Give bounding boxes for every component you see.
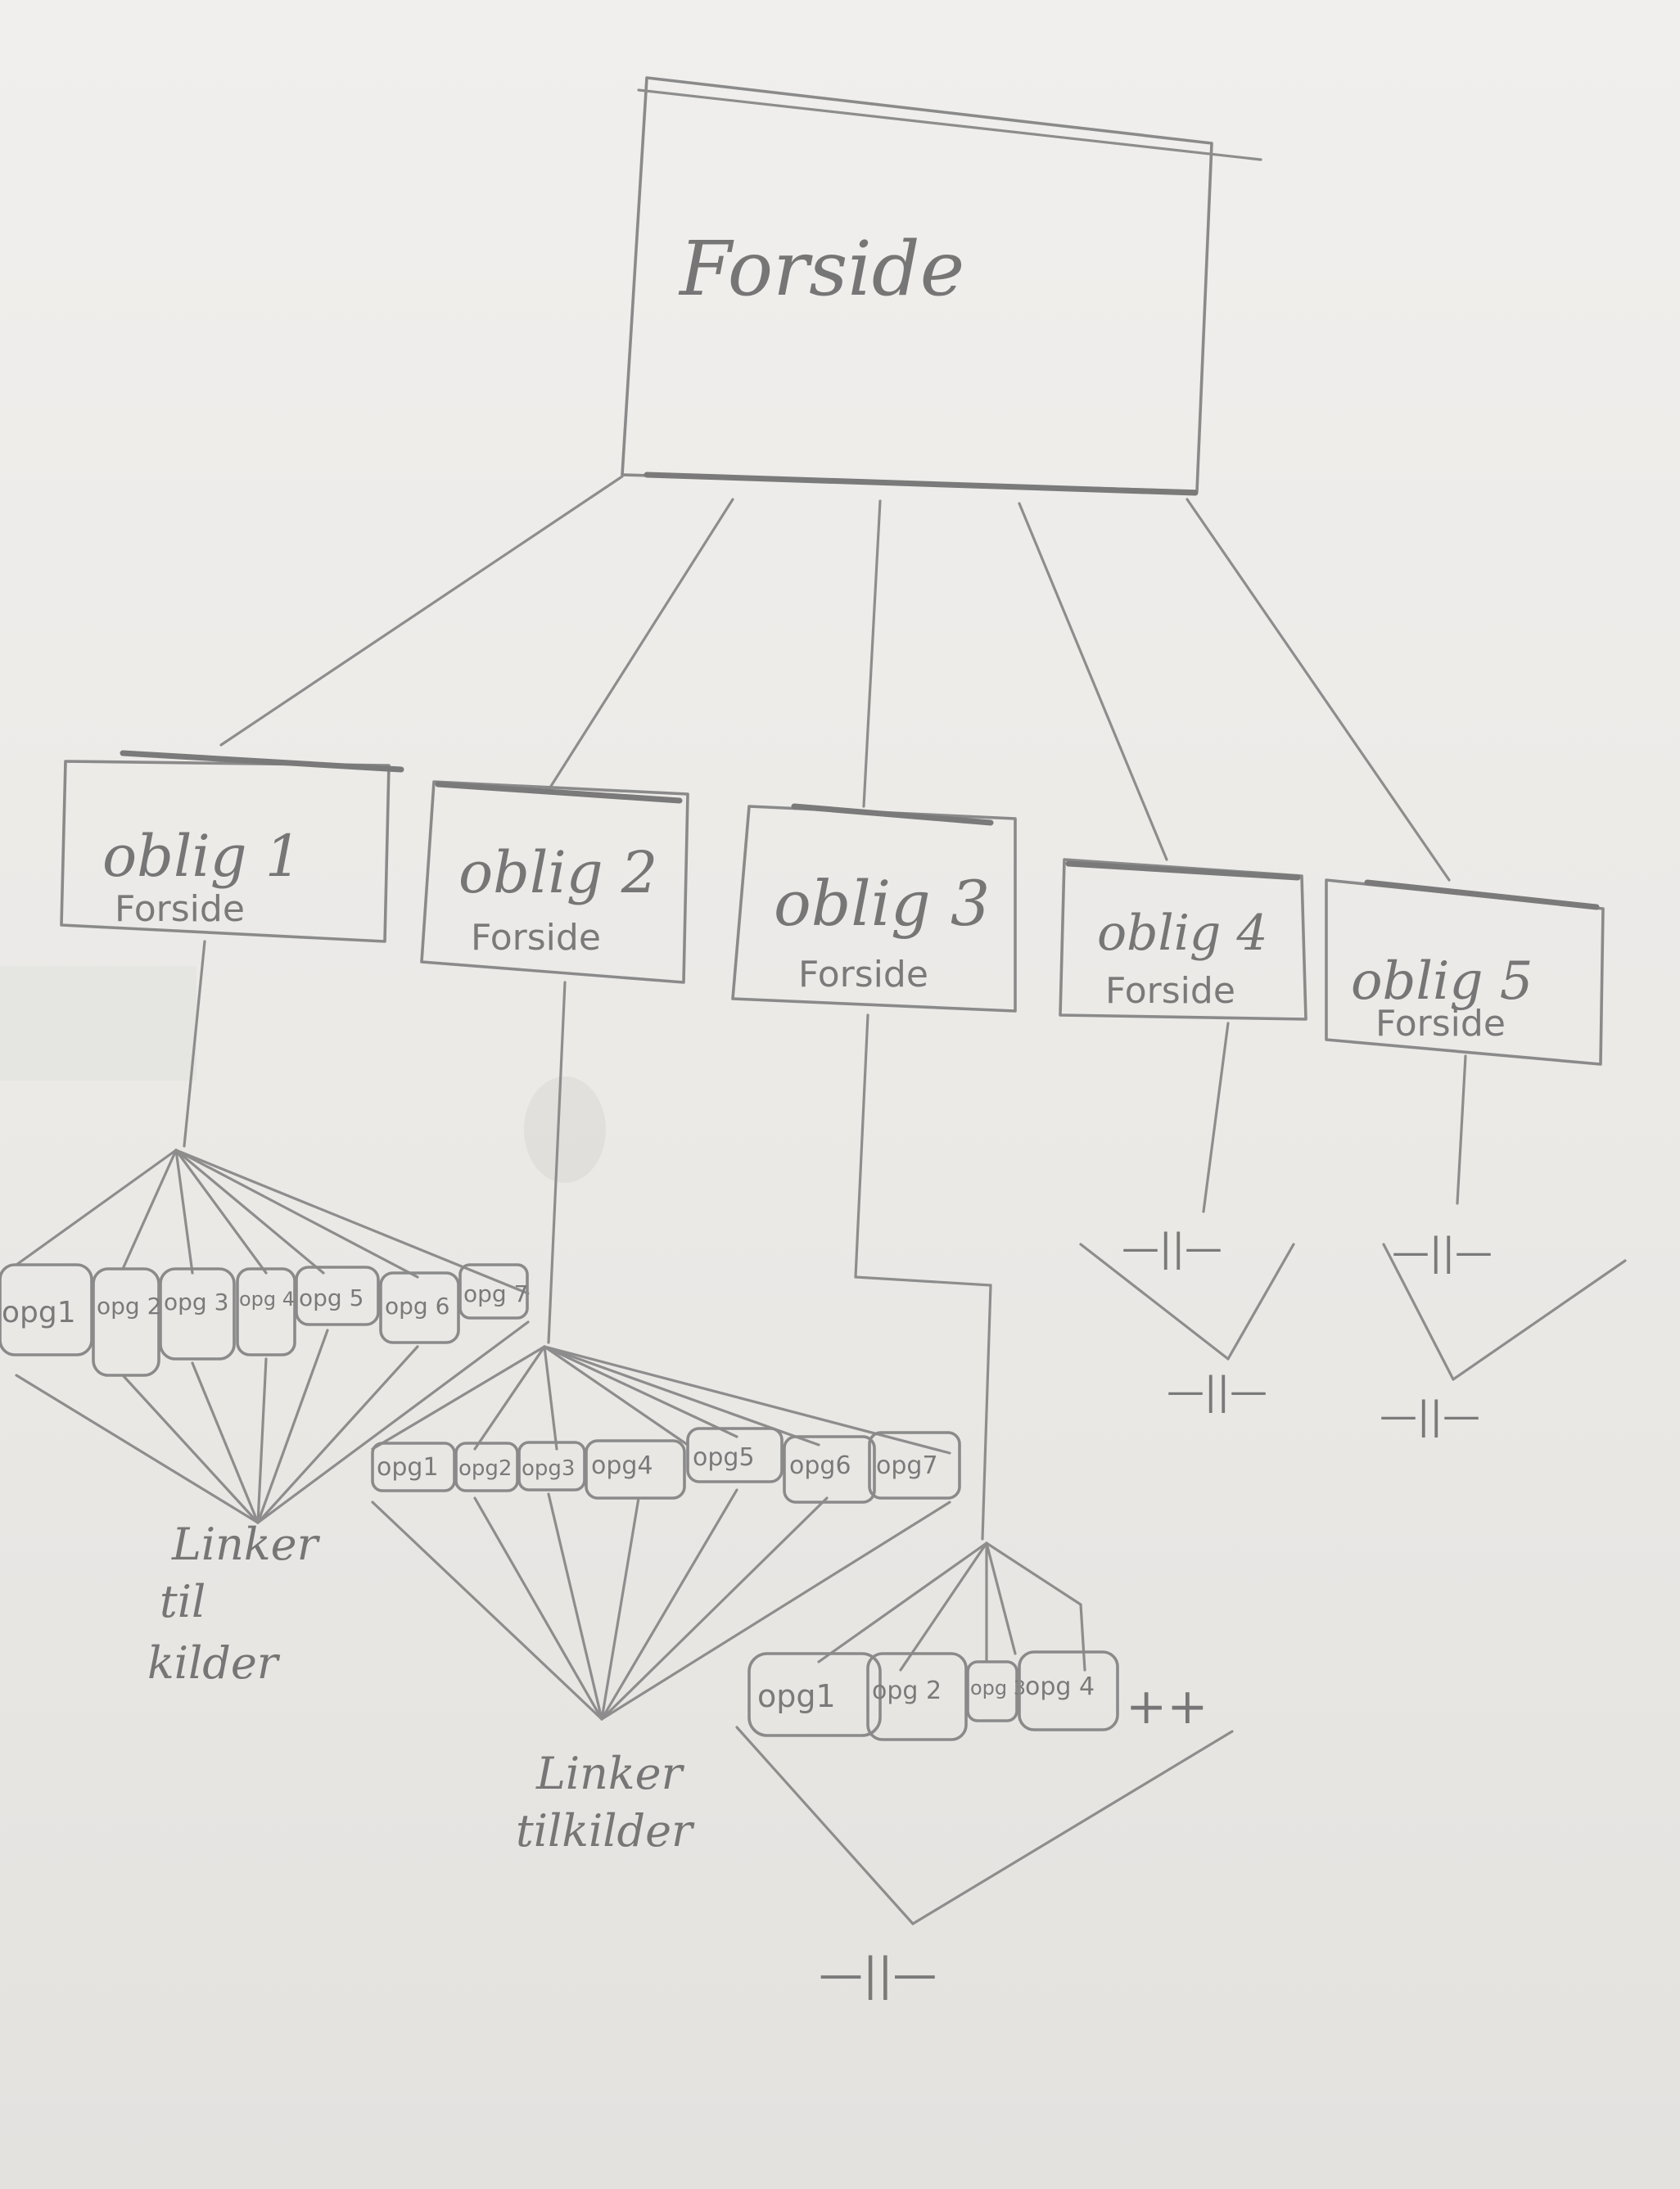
oblig-3-subtree [817, 1013, 1086, 1672]
oblig-5-sub: Forside [1375, 1003, 1506, 1045]
oblig-2-task-row: opg1 opg2 opg3 opg4 opg5 opg6 opg7 [371, 1427, 961, 1504]
root-label: Forside [678, 225, 964, 313]
oblig-5-title: oblig 5 [1351, 951, 1533, 1012]
oblig-2-links-line-2: tilkilder [516, 1805, 695, 1857]
oblig-2-task-1: opg1 [377, 1453, 439, 1482]
oblig-box-1: oblig 1 Forside [60, 750, 404, 943]
oblig-1-task-1: opg1 [2, 1296, 76, 1329]
oblig-3-ditto: —||— [819, 1948, 937, 2000]
oblig-4-ditto-top: —||— [1122, 1225, 1222, 1271]
oblig-3-title: oblig 3 [774, 867, 990, 940]
oblig-5-subtree: —||— —||— [1380, 1054, 1627, 1438]
root-node: Forside [621, 76, 1262, 496]
oblig-2-task-2: opg2 [458, 1456, 512, 1481]
oblig-box-2: oblig 2 Forside [420, 780, 689, 984]
oblig-1-source-connectors [15, 1320, 530, 1524]
oblig-1-task-2: opg 2 [97, 1293, 161, 1320]
oblig-2-sub: Forside [471, 917, 601, 959]
oblig-1-task-6: opg 6 [385, 1293, 449, 1320]
oblig-1-task-7: opg 7 [463, 1280, 528, 1307]
oblig-4-ditto-bottom: —||— [1167, 1369, 1267, 1414]
oblig-1-task-row: opg1 opg 2 opg 3 opg 4 opg 5 opg 6 opg 7 [0, 1263, 529, 1377]
oblig-4-title: oblig 4 [1097, 905, 1268, 962]
root-connectors [219, 475, 1451, 882]
oblig-3-task-2: opg 2 [872, 1677, 942, 1705]
oblig-5-ditto-bottom: —||— [1380, 1393, 1480, 1438]
oblig-1-subtree [15, 940, 530, 1295]
oblig-2-subtree [371, 981, 951, 1455]
oblig-box-3: oblig 3 Forside [731, 803, 1017, 1013]
oblig-box-5: oblig 5 Forside [1325, 878, 1605, 1066]
oblig-2-links-note: Linker tilkilder [516, 1748, 695, 1857]
oblig-1-links-line-1: Linker [171, 1519, 321, 1570]
oblig-5-ditto-top: —||— [1392, 1230, 1493, 1275]
oblig-1-task-3: opg 3 [164, 1289, 228, 1316]
oblig-2-task-6: opg6 [789, 1451, 851, 1480]
oblig-1-task-5: opg 5 [299, 1284, 364, 1311]
oblig-3-task-row: opg1 opg 2 opg 3 opg 4 ++ [747, 1650, 1208, 1741]
oblig-3-more-tasks: ++ [1126, 1678, 1208, 1735]
oblig-1-links-line-2: til [160, 1576, 205, 1627]
oblig-2-links-line-1: Linker [535, 1748, 685, 1799]
oblig-2-task-7: opg7 [876, 1451, 938, 1480]
oblig-3-task-1: opg1 [757, 1678, 836, 1714]
oblig-1-title: oblig 1 [102, 823, 301, 890]
oblig-3-task-3: opg 3 [970, 1677, 1026, 1699]
oblig-2-task-5: opg5 [693, 1443, 755, 1472]
oblig-1-links-note: Linker til kilder [147, 1519, 321, 1689]
oblig-3-sub: Forside [798, 954, 928, 995]
oblig-2-task-3: opg3 [522, 1456, 575, 1481]
oblig-4-subtree: —||— —||— [1079, 1022, 1295, 1414]
oblig-2-title: oblig 2 [458, 839, 657, 906]
oblig-2-source-connectors [371, 1488, 951, 1721]
oblig-3-task-4: opg 4 [1025, 1672, 1095, 1701]
oblig-box-4: oblig 4 Forside [1059, 858, 1307, 1021]
oblig-3-continuation: —||— [735, 1726, 1234, 2000]
oblig-1-task-4: opg 4 [239, 1288, 295, 1311]
oblig-1-sub: Forside [115, 888, 245, 930]
oblig-4-sub: Forside [1105, 970, 1235, 1012]
oblig-2-task-4: opg4 [591, 1451, 653, 1480]
oblig-1-links-line-3: kilder [147, 1637, 281, 1689]
